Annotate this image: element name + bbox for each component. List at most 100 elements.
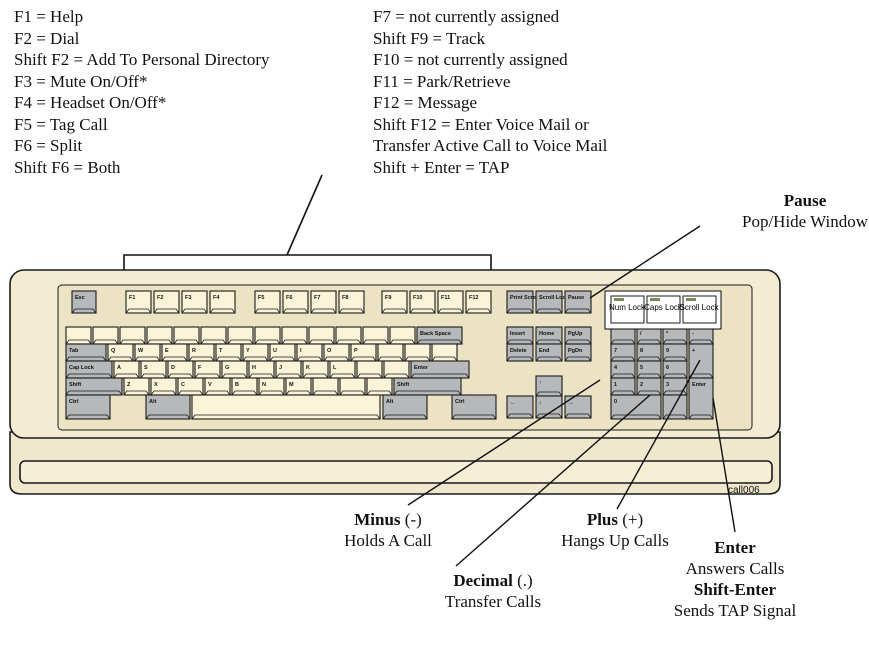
f-key: F5: [255, 291, 280, 313]
key-label: X: [154, 382, 158, 388]
numpad-key: 3: [663, 378, 687, 395]
key-label: Back Space: [420, 331, 451, 337]
letter-key: C: [178, 378, 203, 395]
letter-key: Y: [243, 344, 268, 361]
key-label: Alt: [149, 399, 157, 405]
plus-title: Plus: [587, 510, 618, 529]
enter-callout: Enter Answers Calls Shift-Enter Sends TA…: [650, 537, 820, 621]
decimal-callout: Decimal (.) Transfer Calls: [413, 570, 573, 612]
key-label: PgUp: [568, 331, 583, 337]
letter-key: L: [330, 361, 355, 378]
key-label: F4: [213, 295, 220, 301]
key-label: A: [117, 365, 121, 371]
key-label: C: [181, 382, 185, 388]
key-label: W: [138, 348, 144, 354]
key-label: Cap Lock: [69, 365, 95, 371]
key-label: G: [225, 365, 229, 371]
f-key: F11: [438, 291, 463, 313]
key-label: H: [252, 365, 256, 371]
letter-key: T: [216, 344, 241, 361]
key-label: B: [235, 382, 239, 388]
letter-key: Q: [108, 344, 133, 361]
key-label: Enter: [692, 382, 707, 388]
key-label: Ctrl: [455, 399, 465, 405]
numpad-decimal-key: [663, 395, 687, 419]
number-key: [255, 327, 280, 344]
esc-key: Esc: [72, 291, 96, 313]
arrow-up-key: ↑: [536, 376, 562, 396]
space-bar: [192, 395, 380, 419]
key-label: 7: [614, 348, 617, 354]
key-label: +: [692, 348, 695, 354]
caps-lock-key: Cap Lock: [66, 361, 112, 378]
letter-key: U: [270, 344, 295, 361]
key-label: ↓: [539, 400, 542, 406]
key-label: F8: [342, 295, 348, 301]
punct-key: [378, 344, 403, 361]
alt-key-left: Alt: [146, 395, 190, 419]
number-key: [390, 327, 415, 344]
key-label: Ctrl: [69, 399, 79, 405]
minus-title: Minus: [354, 510, 400, 529]
key-label: 0: [614, 399, 617, 405]
f-key: F9: [382, 291, 407, 313]
key-label: J: [279, 365, 282, 371]
f-key: F1: [126, 291, 151, 313]
key-label: F5: [258, 295, 264, 301]
minus-callout: Minus (-) Holds A Call: [318, 509, 458, 551]
fkey-bracket: [124, 175, 491, 285]
letter-key: M: [286, 378, 311, 395]
letter-key: F: [195, 361, 220, 378]
punct-key: [357, 361, 382, 378]
number-key: [174, 327, 199, 344]
key-label: 1: [614, 382, 617, 388]
arrow-left-key: ←: [507, 396, 533, 418]
shift-enter-title: Shift-Enter: [694, 580, 776, 599]
letter-key: I: [297, 344, 322, 361]
numpad-key: 4: [611, 361, 635, 378]
key-label: Tab: [69, 348, 79, 354]
f-key: F4: [210, 291, 235, 313]
enter-title: Enter: [714, 538, 756, 557]
f-key: F12: [466, 291, 491, 313]
key-label: 6: [666, 365, 669, 371]
decimal-desc: Transfer Calls: [445, 592, 541, 611]
key-label: Pause: [568, 295, 584, 301]
pause-desc: Pop/Hide Window: [742, 212, 868, 231]
figure-code: call006: [728, 485, 760, 496]
letter-key: E: [162, 344, 187, 361]
key-label: 8: [640, 348, 643, 354]
letter-key: O: [324, 344, 349, 361]
letter-key: V: [205, 378, 230, 395]
key-label: F10: [413, 295, 422, 301]
letter-key: J: [276, 361, 301, 378]
punct-key: [340, 378, 365, 395]
num-lock-label: Num Lock: [609, 303, 646, 312]
letter-key: H: [249, 361, 274, 378]
letter-key: D: [168, 361, 193, 378]
key-label: 9: [666, 348, 669, 354]
key-label: 3: [666, 382, 669, 388]
number-key: [363, 327, 388, 344]
letter-key: N: [259, 378, 284, 395]
key-label: F7: [314, 295, 320, 301]
key-label: ↑: [539, 380, 542, 386]
ctrl-key-left: Ctrl: [66, 395, 110, 419]
numpad-enter-key: Enter: [689, 378, 713, 419]
key-label: -: [692, 331, 694, 337]
key-label: K: [306, 365, 310, 371]
key-label: P: [354, 348, 358, 354]
letter-key: S: [141, 361, 166, 378]
shift-enter-desc: Sends TAP Signal: [674, 601, 796, 620]
decimal-title: Decimal: [453, 571, 512, 590]
numpad-key: 9: [663, 344, 687, 361]
number-key: [120, 327, 145, 344]
minus-symbol: (-): [401, 510, 422, 529]
page-up-key: PgUp: [565, 327, 591, 344]
letter-key: B: [232, 378, 257, 395]
key-label: Insert: [510, 331, 525, 337]
key-label: F9: [385, 295, 391, 301]
insert-key: Insert: [507, 327, 533, 344]
key-label: Esc: [75, 295, 85, 301]
numpad-key: 8: [637, 344, 661, 361]
